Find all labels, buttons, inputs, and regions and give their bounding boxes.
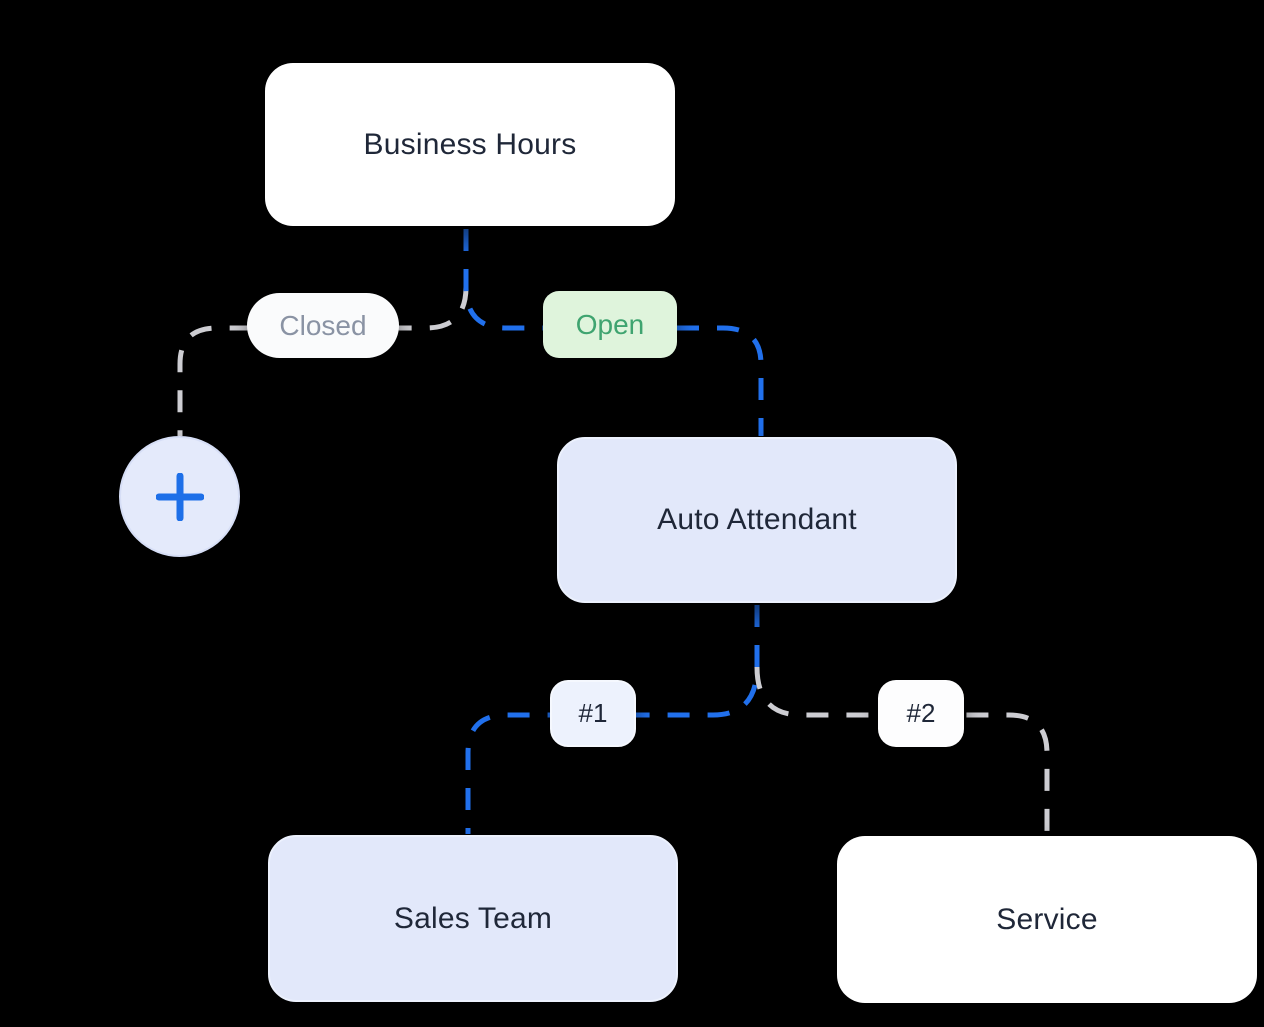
key-2-label: #2 xyxy=(906,698,936,728)
branch-label-closed: Closed xyxy=(247,293,399,358)
key-label-1: #1 xyxy=(550,680,636,747)
edge-open-auto-attendant xyxy=(677,325,764,436)
node-service[interactable]: Service xyxy=(837,836,1257,1003)
edge-auto-attendant-key1-sales xyxy=(465,605,760,834)
edge-business-hours-open-top xyxy=(463,229,543,331)
key-label-2: #2 xyxy=(878,680,964,747)
add-step-button[interactable] xyxy=(119,436,240,557)
business-hours-label: Business Hours xyxy=(363,127,577,161)
node-auto-attendant[interactable]: Auto Attendant xyxy=(557,437,957,603)
branch-label-open: Open xyxy=(543,291,677,358)
node-business-hours[interactable]: Business Hours xyxy=(265,63,675,226)
plus-icon xyxy=(155,472,204,521)
node-sales-team[interactable]: Sales Team xyxy=(268,835,678,1002)
sales-team-label: Sales Team xyxy=(393,901,553,935)
auto-attendant-label: Auto Attendant xyxy=(657,503,857,536)
service-label: Service xyxy=(996,902,1098,936)
key-1-label: #1 xyxy=(578,698,608,728)
closed-label: Closed xyxy=(279,309,367,341)
open-label: Open xyxy=(575,308,645,340)
